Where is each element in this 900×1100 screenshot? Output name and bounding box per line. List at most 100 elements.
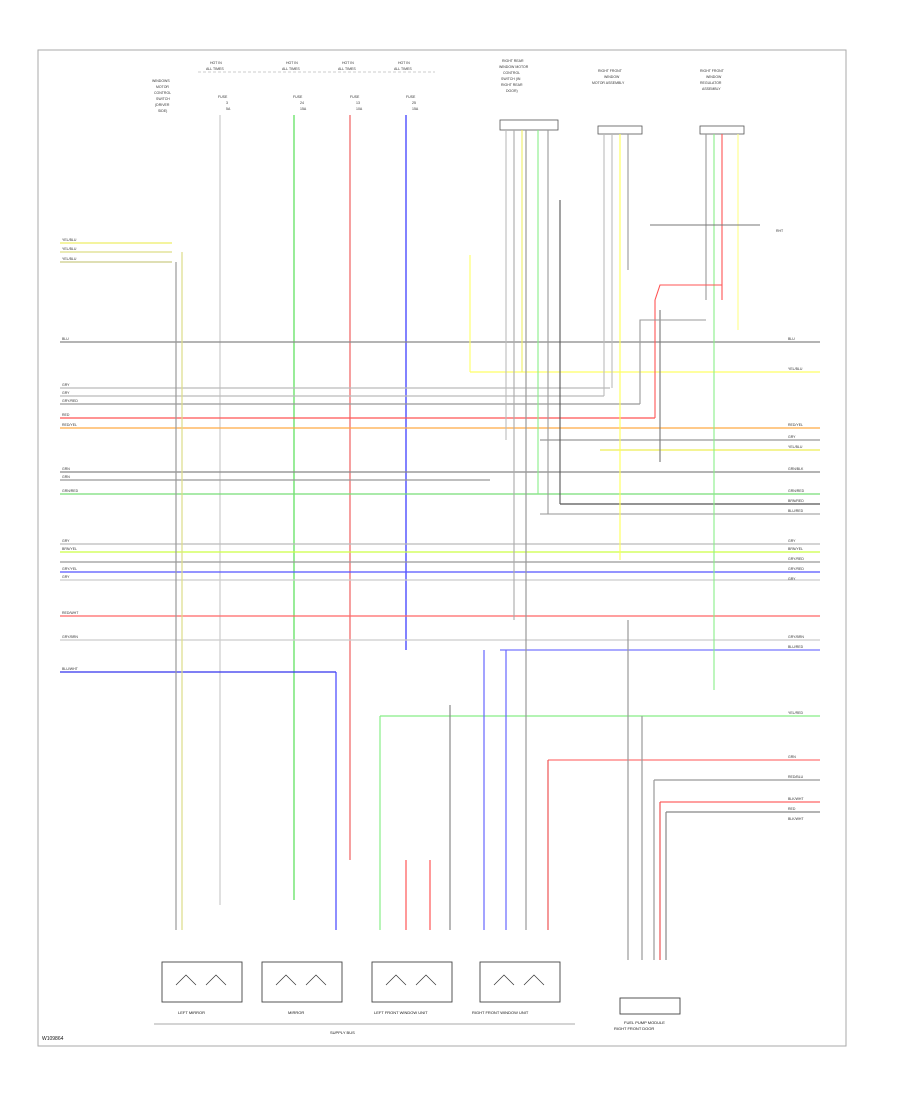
svg-text:YEL/RED: YEL/RED: [788, 711, 803, 715]
fuse-wires: [219, 115, 407, 905]
svg-text:MIRROR: MIRROR: [288, 1010, 304, 1015]
left-wire-labels: YEL/BLU YEL/BLU YEL/BLU BLU GRY GRY GRY/…: [62, 238, 79, 671]
svg-text:GRY: GRY: [62, 391, 70, 395]
bottom-modules: [161, 961, 681, 1015]
svg-text:MOTOR: MOTOR: [156, 85, 169, 89]
connectors-top: [499, 119, 745, 135]
svg-text:BLK/WHT: BLK/WHT: [788, 797, 804, 801]
svg-text:FUSE: FUSE: [218, 95, 228, 99]
svg-text:BRN/YEL: BRN/YEL: [62, 547, 77, 551]
svg-text:FUSE: FUSE: [406, 95, 416, 99]
svg-text:FUSE: FUSE: [293, 95, 303, 99]
svg-text:WINDOWS: WINDOWS: [152, 79, 170, 83]
fuse-3: HOT IN ALL TIMES FUSE 13 10A: [338, 61, 363, 111]
svg-text:GRY: GRY: [788, 539, 796, 543]
svg-text:GRY: GRY: [62, 383, 70, 387]
svg-text:GRY/BRN: GRY/BRN: [62, 635, 78, 639]
svg-text:15A: 15A: [412, 107, 419, 111]
svg-text:YEL/BLU: YEL/BLU: [788, 445, 803, 449]
svg-text:15A: 15A: [300, 107, 307, 111]
svg-text:GRN: GRN: [788, 755, 796, 759]
svg-text:SWITCH: SWITCH: [156, 97, 170, 101]
top-right-wires: [469, 130, 760, 690]
svg-text:25: 25: [412, 101, 416, 105]
svg-text:BLU/WHT: BLU/WHT: [62, 667, 79, 671]
svg-text:RED/WHT: RED/WHT: [62, 611, 79, 615]
svg-text:BLU/RED: BLU/RED: [788, 509, 804, 513]
svg-text:3: 3: [226, 101, 228, 105]
svg-text:DOOR): DOOR): [506, 89, 518, 93]
module-drops: [175, 130, 667, 960]
svg-text:RIGHT REAR: RIGHT REAR: [501, 83, 523, 87]
svg-text:RED/BLU: RED/BLU: [788, 775, 804, 779]
svg-text:13: 13: [356, 101, 360, 105]
svg-text:GRN: GRN: [62, 475, 70, 479]
fuse-labels: HOT IN ALL TIMES FUSE 3 5A HOT IN ALL TI…: [206, 61, 419, 111]
svg-text:RIGHT FRONT WINDOW UNIT: RIGHT FRONT WINDOW UNIT: [472, 1010, 529, 1015]
svg-text:GRN/RED: GRN/RED: [62, 489, 79, 493]
svg-text:(DRIVER: (DRIVER: [155, 103, 170, 107]
svg-text:GRY/RED: GRY/RED: [788, 557, 804, 561]
bottom-bus-label: SUPPLY BUS: [330, 1030, 355, 1035]
svg-text:GRY/RED: GRY/RED: [788, 567, 804, 571]
diagram-border: [37, 49, 847, 1047]
svg-text:BLU: BLU: [62, 337, 69, 341]
svg-text:HOT IN: HOT IN: [398, 61, 410, 65]
svg-text:MOTOR ASSEMBLY: MOTOR ASSEMBLY: [592, 81, 625, 85]
svg-text:LEFT FRONT WINDOW UNIT: LEFT FRONT WINDOW UNIT: [374, 1010, 428, 1015]
svg-text:GRN: GRN: [62, 467, 70, 471]
bus-wires: [60, 242, 820, 813]
svg-text:ALL TIMES: ALL TIMES: [338, 67, 356, 71]
svg-text:RED: RED: [62, 413, 70, 417]
svg-text:GRN/RED: GRN/RED: [788, 489, 805, 493]
svg-text:24: 24: [300, 101, 304, 105]
fuse-1: HOT IN ALL TIMES FUSE 3 5A: [206, 61, 231, 111]
svg-text:WINDOW: WINDOW: [706, 75, 722, 79]
svg-text:BLU/RED: BLU/RED: [788, 645, 804, 649]
svg-text:FUSE: FUSE: [350, 95, 360, 99]
svg-text:BRN/RED: BRN/RED: [788, 499, 804, 503]
switch-symbols: [175, 974, 545, 986]
svg-text:ALL TIMES: ALL TIMES: [394, 67, 412, 71]
svg-text:CONTROL: CONTROL: [503, 71, 520, 75]
svg-text:RED: RED: [788, 807, 796, 811]
svg-text:RED/YEL: RED/YEL: [62, 423, 77, 427]
svg-text:LEFT MIRROR: LEFT MIRROR: [178, 1010, 205, 1015]
right-wire-labels: BLU YEL/BLU RED/YEL GRY YEL/BLU GRN/BLK …: [788, 337, 805, 821]
module-labels: LEFT MIRROR MIRROR LEFT FRONT WINDOW UNI…: [178, 1010, 665, 1031]
svg-text:GRY/YEL: GRY/YEL: [62, 567, 77, 571]
svg-text:YEL/BLU: YEL/BLU: [62, 257, 77, 261]
svg-text:CONTROL: CONTROL: [154, 91, 171, 95]
svg-text:WINDOW: WINDOW: [604, 75, 620, 79]
svg-text:ASSEMBLY: ASSEMBLY: [702, 87, 721, 91]
right-front-regulator-label: RIGHT FRONT WINDOW REGULATOR ASSEMBLY: [700, 69, 725, 91]
svg-text:GRY: GRY: [788, 435, 796, 439]
svg-text:BLK/WHT: BLK/WHT: [788, 817, 804, 821]
svg-text:BLU: BLU: [788, 337, 795, 341]
fuse-2: HOT IN ALL TIMES FUSE 24 15A: [282, 61, 307, 111]
svg-text:HOT IN: HOT IN: [210, 61, 222, 65]
svg-text:SWITCH (IN: SWITCH (IN: [501, 77, 521, 81]
svg-text:GRY/RED: GRY/RED: [62, 399, 78, 403]
svg-text:10A: 10A: [356, 107, 363, 111]
diagram-id: W109864: [42, 1036, 64, 1042]
svg-text:GRN/BLK: GRN/BLK: [788, 467, 804, 471]
svg-text:FUEL PUMP MODULE: FUEL PUMP MODULE: [624, 1020, 665, 1025]
svg-text:WINDOW MOTOR: WINDOW MOTOR: [499, 65, 529, 69]
svg-text:ALL TIMES: ALL TIMES: [206, 67, 224, 71]
svg-text:GRY/BRN: GRY/BRN: [788, 635, 804, 639]
svg-text:YEL/BLU: YEL/BLU: [62, 247, 77, 251]
right-note: RHT: [776, 229, 784, 233]
svg-text:5A: 5A: [226, 107, 231, 111]
right-front-motor-label: RIGHT FRONT WINDOW MOTOR ASSEMBLY: [592, 69, 625, 85]
svg-text:GRY: GRY: [62, 575, 70, 579]
fuse-4: HOT IN ALL TIMES FUSE 25 15A: [394, 61, 419, 111]
window-switch-label: WINDOWS MOTOR CONTROL SWITCH (DRIVER SID…: [152, 79, 171, 113]
rear-window-switch-label: RIGHT REAR WINDOW MOTOR CONTROL SWITCH (…: [499, 59, 529, 93]
svg-text:SIDE): SIDE): [158, 109, 167, 113]
svg-text:GRY: GRY: [788, 577, 796, 581]
svg-text:RIGHT FRONT: RIGHT FRONT: [598, 69, 623, 73]
svg-text:BRN/YEL: BRN/YEL: [788, 547, 803, 551]
svg-text:HOT IN: HOT IN: [286, 61, 298, 65]
